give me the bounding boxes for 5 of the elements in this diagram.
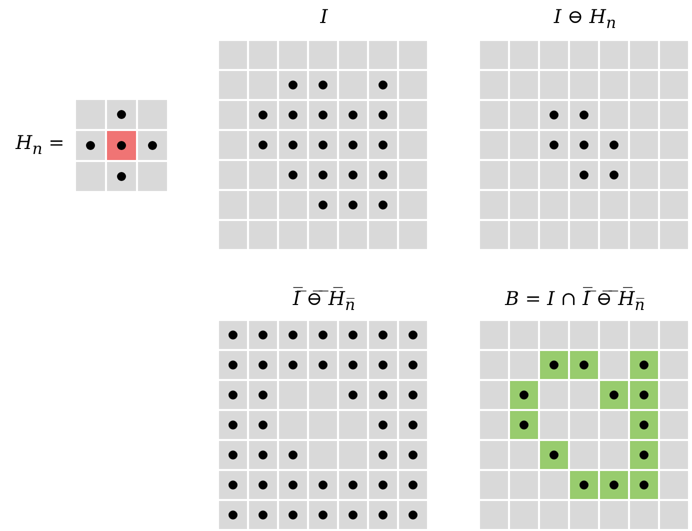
math-label: I <box>319 6 329 29</box>
math-label: B = I ∩ I̅ ̅⊖̅ ̅H̅$_{n̅}$ <box>504 288 646 314</box>
math-label: I ⊖ H$_{n}$ <box>552 6 618 32</box>
math-label: H$_{n}$ = <box>14 132 66 158</box>
math-label: I̅ ̅⊖̅ ̅H̅$_{n̅}$ <box>292 288 356 314</box>
